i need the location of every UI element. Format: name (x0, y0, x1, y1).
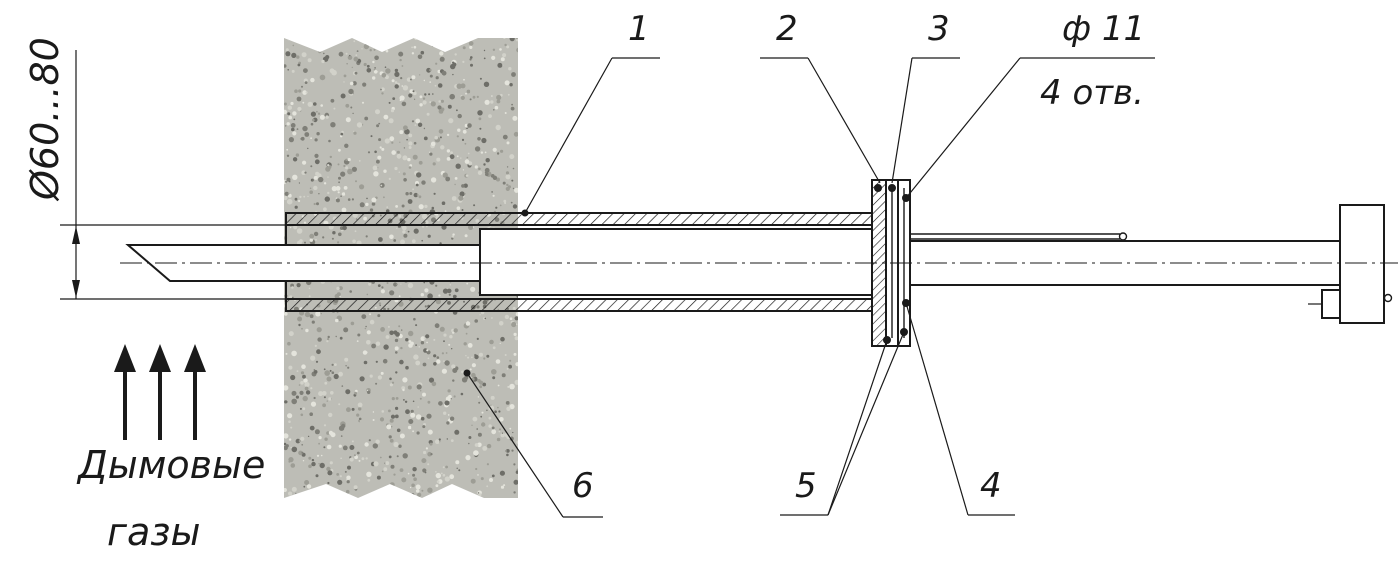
leader-lines (466, 57, 1155, 518)
up-arrow-icon (114, 344, 206, 440)
callout-2: 2 (776, 9, 798, 49)
diameter-dimension: Ø60...80 (23, 37, 286, 300)
callout-3: 3 (928, 9, 950, 49)
leader-dots (463, 209, 529, 377)
diameter-dimension-label: Ø60...80 (23, 37, 67, 202)
callout-4: 4 (980, 466, 1002, 506)
bolt-circle-icon (874, 184, 910, 344)
gas-label-line2: газы (107, 510, 200, 554)
probe-rod (909, 204, 1393, 324)
hole-diameter-label: ф 11 (1062, 9, 1145, 49)
probe-tube (125, 228, 873, 296)
hole-count-label: 4 отв. (1040, 73, 1144, 113)
gas-label-line1: Дымовые (76, 443, 265, 487)
callout-1: 1 (628, 9, 650, 49)
callout-6: 6 (572, 466, 594, 506)
callout-5: 5 (795, 466, 817, 506)
